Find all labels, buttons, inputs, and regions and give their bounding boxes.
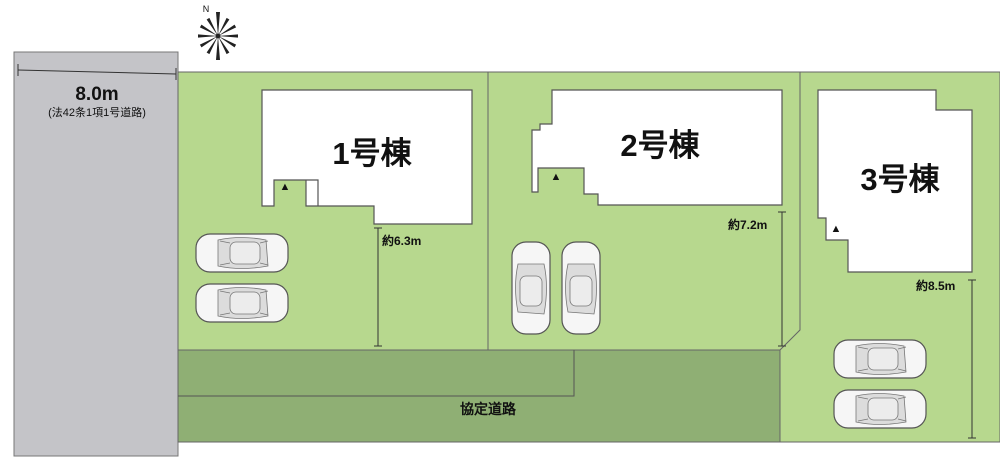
building-3	[817, 89, 973, 273]
lot-1-frontage-label: 約6.3m	[382, 233, 421, 248]
road-width-label: 8.0m	[75, 84, 118, 105]
car-lot1-b	[195, 283, 289, 323]
building-2	[531, 89, 783, 206]
road-width-dimension	[17, 64, 177, 80]
public-road	[13, 51, 179, 457]
car-lot2-a	[511, 241, 551, 335]
building-1-entrance-marker: ▲	[280, 181, 291, 193]
car-lot2-b	[561, 241, 601, 335]
car-lot3-a	[833, 339, 927, 379]
lot-2-frontage-dimension	[778, 211, 786, 347]
building-3-label: 3号棟	[860, 162, 940, 197]
car-lot3-b	[833, 389, 927, 429]
road-note-label: (法42条1項1号道路)	[48, 105, 146, 119]
agreement-road-divider	[178, 350, 575, 397]
compass-north-label: N	[203, 4, 210, 14]
lot-2-frontage-label: 約7.2m	[728, 217, 767, 232]
lot-3-frontage-dimension	[968, 279, 976, 439]
building-1	[261, 89, 473, 225]
building-3-entrance-marker: ▲	[831, 223, 842, 235]
building-2-entrance-marker: ▲	[551, 171, 562, 183]
building-2-label: 2号棟	[620, 128, 700, 163]
car-lot1-a	[195, 233, 289, 273]
agreement-road-label: 協定道路	[460, 401, 517, 417]
building-1-label: 1号棟	[332, 136, 412, 171]
lot-1-frontage-dimension	[374, 227, 382, 347]
lot-3-frontage-label: 約8.5m	[916, 278, 955, 293]
compass-icon	[198, 12, 238, 60]
